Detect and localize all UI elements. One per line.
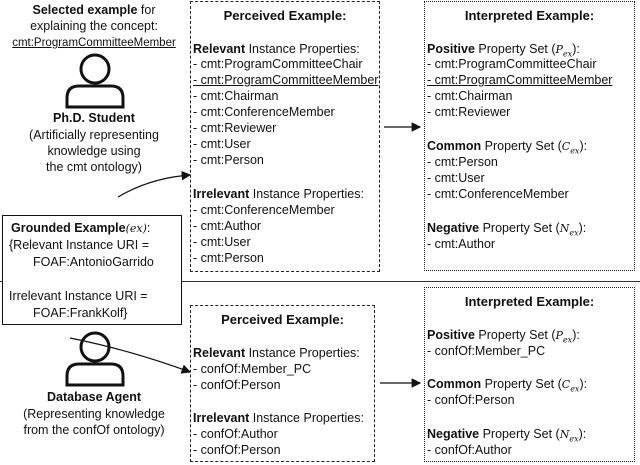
grounded-line-1: {Relevant Instance URI = [9,238,150,252]
list-item: - cmt:ConferenceMember [193,203,335,217]
interpreted-title: Interpreted Example: [464,294,595,309]
list-item: - confOf:Author [193,427,278,441]
person-icon [65,331,125,387]
list-item: - cmt:User [427,171,485,185]
interpreted-example-box-top: Interpreted Example: Positive Property S… [424,1,635,271]
list-item: - confOf:Author [427,443,512,457]
list-item: - cmt:ProgramCommitteeMember [193,73,379,87]
list-item: - cmt:User [193,137,251,151]
common-heading: Common Property Set (Cex): [427,139,588,156]
list-item: - cmt:Chairman [427,89,513,103]
list-item: - cmt:User [193,235,251,249]
arrow-to-perceived-top [117,170,192,198]
list-item: - confOf:Person [193,443,281,457]
list-item: - confOf:Person [427,393,515,407]
relevant-heading: Relevant Instance Properties: [193,346,360,360]
phd-student-label: Ph.D. Student [53,111,135,125]
list-item: - cmt:Person [193,153,264,167]
irrelevant-heading: Irrelevant Instance Properties: [193,187,364,201]
list-item: - cmt:Reviewer [193,121,277,135]
list-item: - confOf:Member_PC [193,362,312,376]
grounded-example-box: Grounded Example(ex): {Relevant Instance… [2,215,182,325]
negative-heading: Negative Property Set (Nex): [427,427,587,444]
phd-desc-2: knowledge using [47,144,141,158]
irrelevant-heading: Irrelevant Instance Properties: [193,411,364,425]
perceived-example-box-top: Perceived Example: Relevant Instance Pro… [190,1,380,272]
database-agent-label: Database Agent [46,390,141,404]
phd-desc-3: the cmt ontology) [46,160,142,174]
list-item: - cmt:ProgramCommitteeMember [427,73,613,87]
list-item: - confOf:Person [193,378,281,392]
list-item: - cmt:ProgramCommitteeChair [427,57,597,71]
selected-example-heading: Selected example for [32,3,156,17]
explaining-text: explaining the concept: [30,19,158,33]
list-item: - cmt:Reviewer [427,105,511,119]
positive-heading: Positive Property Set (Pex): [427,42,580,59]
concept-label: cmt:ProgramCommitteeMember [12,37,176,49]
agent-desc-1: (Representing knowledge [23,407,165,421]
list-item: - cmt:Person [193,251,264,265]
interpreted-title: Interpreted Example: [464,8,595,23]
list-item: - cmt:Author [193,219,262,233]
grounded-line-2: FOAF:AntonioGarrido [33,255,154,269]
negative-heading: Negative Property Set (Nex): [427,221,587,238]
list-item: - cmt:Person [427,155,498,169]
phd-desc-1: (Artificially representing [29,128,159,142]
section-divider [0,281,640,282]
positive-heading: Positive Property Set (Pex): [427,328,580,345]
grounded-line-3: Irrelevant Instance URI = [9,289,148,303]
perceived-title: Perceived Example: [221,312,344,327]
list-item: - cmt:ConferenceMember [427,187,569,201]
person-icon [65,53,125,109]
list-item: - cmt:Chairman [193,89,279,103]
list-item: - cmt:ConferenceMember [193,105,335,119]
common-heading: Common Property Set (Cex): [427,377,588,394]
list-item: - cmt:ProgramCommitteeChair [193,57,363,71]
perceived-title: Perceived Example: [223,8,347,23]
interpreted-example-box-bottom: Interpreted Example: Positive Property S… [424,287,635,462]
grounded-line-4: FOAF:FrankKolf} [33,306,128,320]
list-item: - confOf:Member_PC [427,344,546,358]
relevant-heading: Relevant Instance Properties: [193,42,360,56]
arrow-to-perceived-bottom [69,337,192,374]
perceived-example-box-bottom: Perceived Example: Relevant Instance Pro… [190,305,375,462]
agent-desc-2: from the confOf ontology) [23,423,165,437]
grounded-example-title: Grounded Example(ex): [11,221,151,235]
list-item: - cmt:Author [427,237,496,251]
